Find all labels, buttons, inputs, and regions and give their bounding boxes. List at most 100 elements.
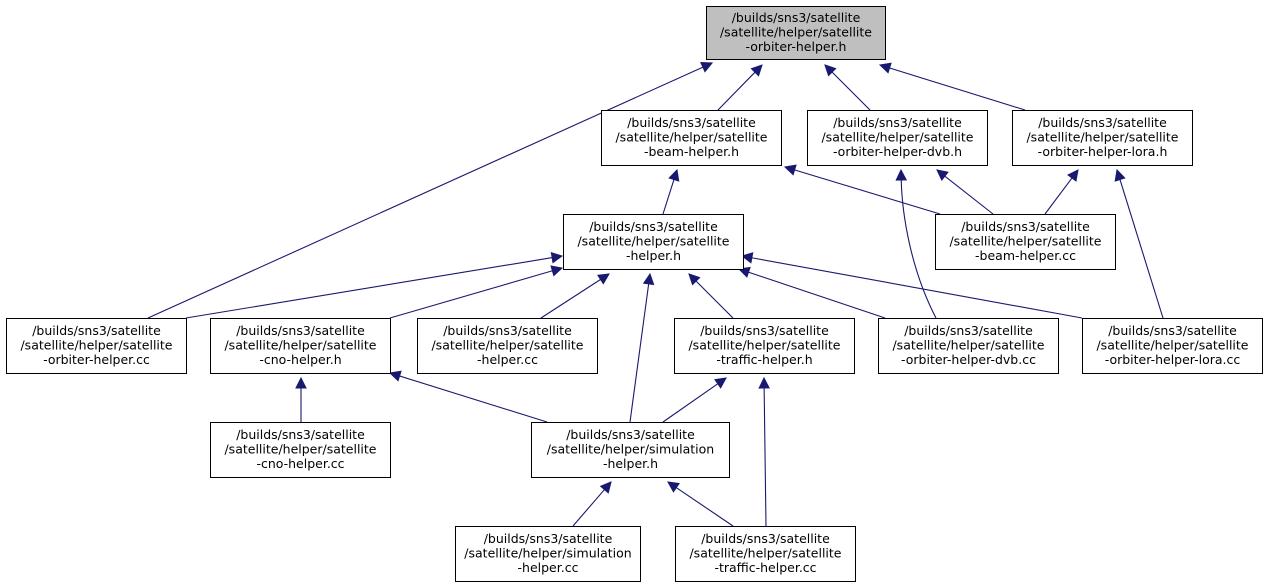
edge-arrowhead	[550, 251, 564, 264]
node-box[interactable]	[601, 110, 782, 166]
node-sim-cc[interactable]: /builds/sns3/satellite/satellite/helper/…	[455, 526, 641, 582]
node-label-line: /satellite/helper/simulation	[547, 441, 714, 456]
edge-arrowhead	[667, 481, 680, 493]
edge-line	[629, 282, 650, 423]
node-label-line: -orbiter-helper.cc	[43, 352, 150, 367]
node-label-line: /builds/sns3/satellite	[589, 219, 718, 234]
node-box[interactable]	[531, 422, 730, 478]
node-box[interactable]	[210, 318, 391, 374]
node-box[interactable]	[210, 422, 391, 478]
edge-beam_cc-to-dvb_h	[936, 169, 994, 215]
node-lora-cc[interactable]: /builds/sns3/satellite/satellite/helper/…	[1082, 318, 1263, 374]
edge-line	[888, 67, 1026, 111]
edges-layer	[147, 62, 1164, 527]
node-label-line: /builds/sns3/satellite	[961, 219, 1090, 234]
node-box[interactable]	[674, 318, 855, 374]
node-traffic-cc[interactable]: /builds/sns3/satellite/satellite/helper/…	[675, 526, 856, 582]
node-box[interactable]	[675, 526, 856, 582]
edge-line	[1119, 178, 1164, 319]
edge-line	[1044, 176, 1074, 215]
node-box[interactable]	[935, 214, 1116, 270]
edge-cno_cc-to-cno_h	[295, 376, 307, 422]
node-box[interactable]	[417, 318, 598, 374]
edge-arrowhead	[895, 168, 908, 181]
edge-line	[147, 66, 705, 319]
node-label-line: /builds/sns3/satellite	[484, 531, 613, 546]
edge-dvb_h-to-orbiter_h	[824, 64, 871, 111]
edge-line	[717, 71, 757, 111]
edge-sim_cc-to-sim_h	[572, 481, 612, 527]
node-label-line: /builds/sns3/satellite	[701, 531, 830, 546]
node-helper-cc[interactable]: /builds/sns3/satellite/satellite/helper/…	[417, 318, 598, 374]
edge-line	[793, 169, 941, 215]
edge-line	[830, 70, 871, 111]
node-label-line: /satellite/helper/satellite	[615, 129, 767, 144]
edge-arrowhead	[642, 272, 655, 286]
edge-beam_cc-to-lora_h	[1044, 169, 1079, 215]
node-box[interactable]	[455, 526, 641, 582]
node-lora-h[interactable]: /builds/sns3/satellite/satellite/helper/…	[1012, 110, 1193, 166]
edge-line	[750, 257, 1083, 319]
node-label-line: /satellite/helper/satellite	[720, 24, 872, 39]
node-cno-h[interactable]: /builds/sns3/satellite/satellite/helper/…	[210, 318, 391, 374]
node-box[interactable]	[6, 318, 187, 374]
node-box[interactable]	[807, 110, 988, 166]
node-box[interactable]	[563, 214, 744, 270]
node-label-line: /builds/sns3/satellite	[904, 323, 1033, 338]
node-label-line: -beam-helper.h	[644, 144, 739, 159]
edge-arrowhead	[740, 252, 754, 264]
node-helper-h[interactable]: /builds/sns3/satellite/satellite/helper/…	[563, 214, 744, 270]
node-dvb-h[interactable]: /builds/sns3/satellite/satellite/helper/…	[807, 110, 988, 166]
node-label-line: /satellite/helper/satellite	[949, 233, 1101, 248]
edge-arrowhead	[750, 64, 763, 77]
edge-arrowhead	[668, 168, 680, 182]
edge-line	[763, 386, 767, 527]
edge-line	[662, 382, 719, 423]
node-orbiter-h[interactable]: /builds/sns3/satellite/satellite/helper/…	[706, 6, 886, 60]
edge-line	[389, 269, 554, 319]
node-label-line: -cno-helper.cc	[256, 456, 344, 471]
node-orbiter-cc[interactable]: /builds/sns3/satellite/satellite/helper/…	[6, 318, 187, 374]
node-label-line: /satellite/helper/simulation	[464, 545, 631, 560]
node-label-line: /satellite/helper/satellite	[20, 337, 172, 352]
node-label-line: /builds/sns3/satellite	[236, 323, 365, 338]
edge-traffic_h-to-helper_h	[688, 273, 734, 319]
edge-traffic_cc-to-traffic_h	[758, 376, 770, 527]
edge-sim_h-to-cno_h	[388, 370, 548, 423]
edge-arrowhead	[388, 370, 402, 382]
edge-arrowhead	[599, 481, 612, 494]
edge-line	[572, 488, 606, 527]
edge-helper_cc-to-helper_h	[540, 273, 610, 319]
node-cno-cc[interactable]: /builds/sns3/satellite/satellite/helper/…	[210, 422, 391, 478]
edge-lora_cc-to-lora_h	[1114, 168, 1164, 319]
node-label-line: /satellite/helper/satellite	[821, 129, 973, 144]
edge-line	[675, 486, 734, 527]
edge-arrowhead	[936, 169, 949, 182]
edge-traffic_cc-to-sim_h	[667, 481, 734, 527]
edge-dvb_cc-to-dvb_h	[895, 168, 937, 319]
edge-line	[694, 279, 734, 319]
edge-lora_cc-to-helper_h	[740, 252, 1083, 319]
edge-arrowhead	[878, 62, 892, 74]
edge-helper_h-to-beam_h	[662, 168, 680, 215]
edge-arrowhead	[700, 62, 714, 73]
edge-line	[747, 271, 886, 319]
node-label-line: -orbiter-helper-lora.h	[1038, 144, 1168, 159]
node-box[interactable]	[706, 6, 886, 60]
node-label-line: -orbiter-helper-dvb.h	[833, 144, 962, 159]
node-label-line: -helper.cc	[518, 560, 579, 575]
node-label-line: /satellite/helper/satellite	[224, 441, 376, 456]
node-box[interactable]	[1012, 110, 1193, 166]
node-beam-cc[interactable]: /builds/sns3/satellite/satellite/helper/…	[935, 214, 1116, 270]
node-traffic-h[interactable]: /builds/sns3/satellite/satellite/helper/…	[674, 318, 855, 374]
node-box[interactable]	[878, 318, 1059, 374]
edge-line	[185, 256, 554, 319]
node-dvb-cc[interactable]: /builds/sns3/satellite/satellite/helper/…	[878, 318, 1059, 374]
node-sim-h[interactable]: /builds/sns3/satellite/satellite/helper/…	[531, 422, 730, 478]
node-beam-h[interactable]: /builds/sns3/satellite/satellite/helper/…	[601, 110, 782, 166]
node-box[interactable]	[1082, 318, 1263, 374]
edge-arrowhead	[550, 265, 564, 277]
node-label-line: /builds/sns3/satellite	[566, 427, 695, 442]
node-label-line: -orbiter-helper.h	[746, 39, 847, 54]
node-label-line: /satellite/helper/satellite	[688, 337, 840, 352]
